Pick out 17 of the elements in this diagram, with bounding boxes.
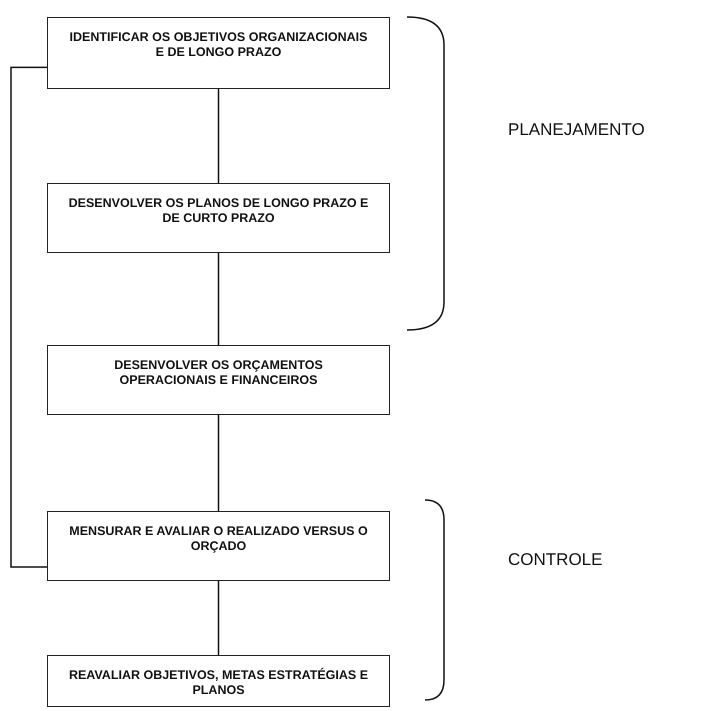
connector-line	[218, 89, 220, 183]
process-box	[47, 345, 390, 415]
connector-line	[218, 415, 220, 511]
process-box	[47, 655, 390, 707]
phase-label: CONTROLE	[508, 550, 602, 570]
step-text: DESENVOLVER OS ORÇAMENTOS OPERACIONAIS E FINANCEIROS	[113, 358, 324, 387]
process-box	[47, 511, 390, 581]
connector-line	[218, 253, 220, 345]
step-text: IDENTIFICAR OS OBJETIVOS ORGANIZACIONAIS E DE LONGO PRAZO	[68, 30, 368, 59]
connector-line	[218, 581, 220, 655]
process-box	[47, 17, 390, 89]
step-text: MENSURAR E AVALIAR O REALIZADO VERSUS O ORÇADO	[68, 524, 369, 553]
process-box	[47, 183, 390, 253]
connector-line	[10, 66, 47, 568]
phase-label: PLANEJAMENTO	[508, 120, 645, 140]
step-text: REAVALIAR OBJETIVOS, METAS ESTRATÉGIAS E PLANOS	[68, 668, 370, 697]
step-text: DESENVOLVER OS PLANOS DE LONGO PRAZO E DE CURTO PRAZO	[68, 196, 370, 225]
